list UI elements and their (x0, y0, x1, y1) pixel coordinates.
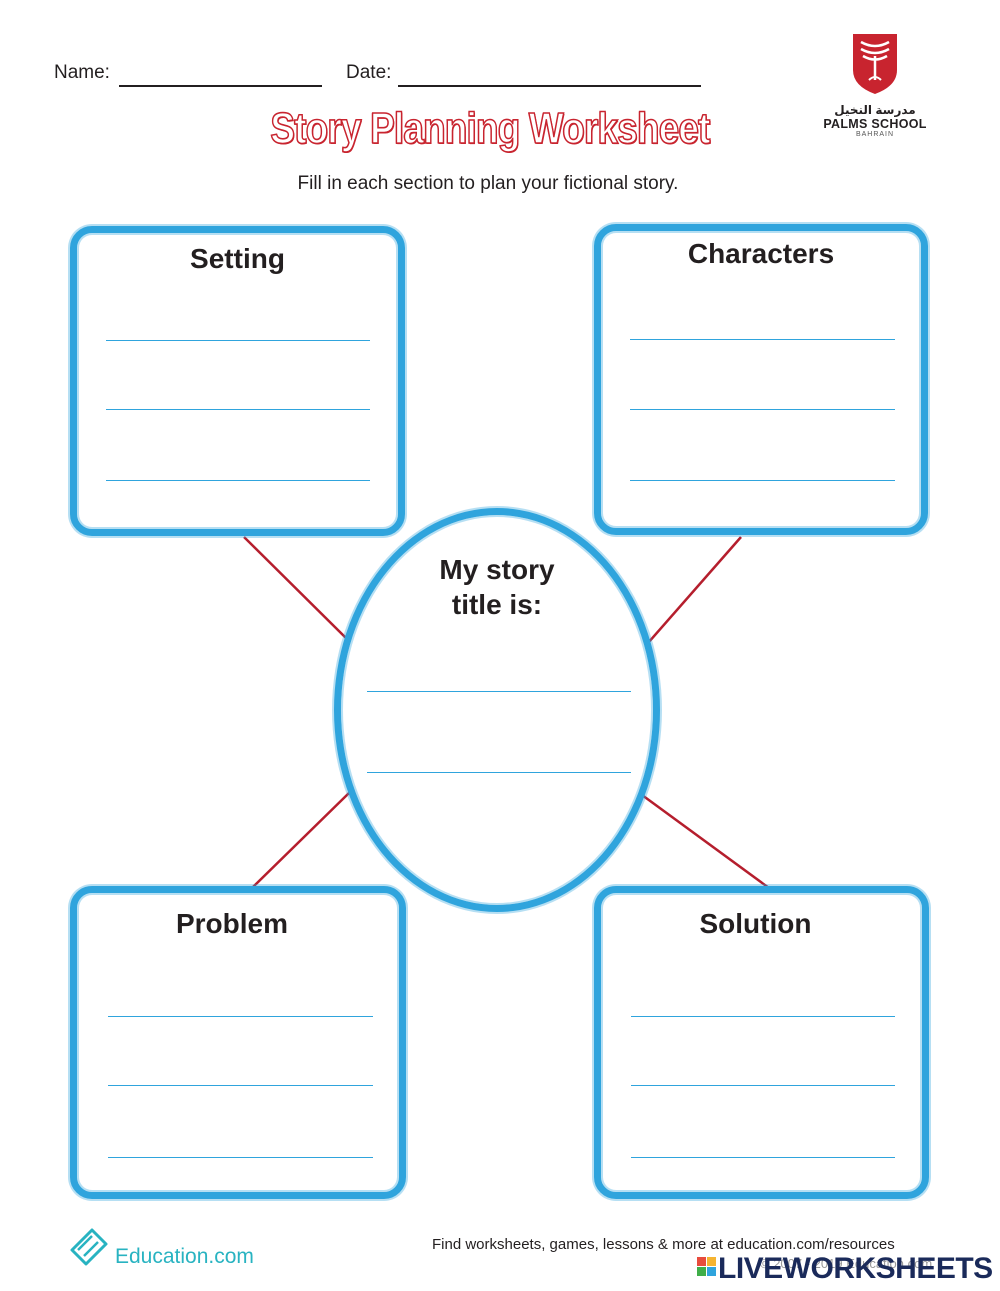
page-title: Story Planning Worksheet (270, 103, 711, 154)
story-title-line-a[interactable] (367, 691, 631, 692)
connector-characters (647, 536, 742, 644)
story-title-heading: My story title is: (334, 552, 660, 622)
problem-line-1[interactable] (108, 1016, 373, 1017)
page-subtitle: Fill in each section to plan your fictio… (297, 173, 679, 194)
connector-solution (641, 793, 770, 890)
setting-heading: Setting (190, 243, 285, 274)
story-title-line-2: title is: (451, 589, 543, 620)
date-label: Date: (346, 62, 392, 83)
logo-arabic-name: مدرسة النخيل (834, 103, 916, 117)
problem-heading: Problem (175, 908, 289, 939)
characters-line-1[interactable] (630, 339, 895, 340)
education-pencil-icon (70, 1228, 108, 1266)
characters-line-2[interactable] (630, 409, 895, 410)
solution-box (594, 886, 929, 1199)
logo-school-name: PALMS SCHOOL (823, 117, 927, 131)
characters-line-3[interactable] (630, 480, 895, 481)
name-label: Name: (54, 62, 110, 83)
date-field[interactable] (398, 85, 701, 87)
solution-line-2[interactable] (631, 1085, 895, 1086)
footer-resources-text: Find worksheets, games, lessons & more a… (432, 1236, 895, 1253)
setting-line-1[interactable] (106, 340, 370, 341)
liveworksheets-watermark: LIVEWORKSHEETS (718, 1252, 993, 1285)
solution-line-3[interactable] (631, 1157, 895, 1158)
problem-line-2[interactable] (108, 1085, 373, 1086)
footer-copyright: © 2007 - 2019 Education.com (760, 1256, 933, 1271)
setting-line-3[interactable] (106, 480, 370, 481)
liveworksheets-logo-icon (697, 1257, 717, 1283)
name-field[interactable] (119, 85, 322, 87)
solution-line-1[interactable] (631, 1016, 895, 1017)
logo-location: BAHRAIN (855, 131, 895, 138)
story-title-line-b[interactable] (367, 772, 631, 773)
connector-setting (243, 536, 349, 641)
problem-box (70, 886, 406, 1199)
setting-box (70, 226, 405, 536)
education-brand: Education.com (115, 1245, 254, 1268)
story-title-oval (334, 508, 660, 912)
solution-heading: Solution (699, 908, 812, 939)
connector-problem (251, 791, 351, 889)
characters-heading: Characters (687, 238, 835, 269)
characters-box (594, 224, 928, 535)
problem-line-3[interactable] (108, 1157, 373, 1158)
palms-school-shield-icon (853, 34, 897, 94)
school-logo: مدرسة النخيل PALMS SCHOOL BAHRAIN (820, 30, 930, 138)
story-title-line-1: My story (439, 554, 555, 585)
setting-line-2[interactable] (106, 409, 370, 410)
